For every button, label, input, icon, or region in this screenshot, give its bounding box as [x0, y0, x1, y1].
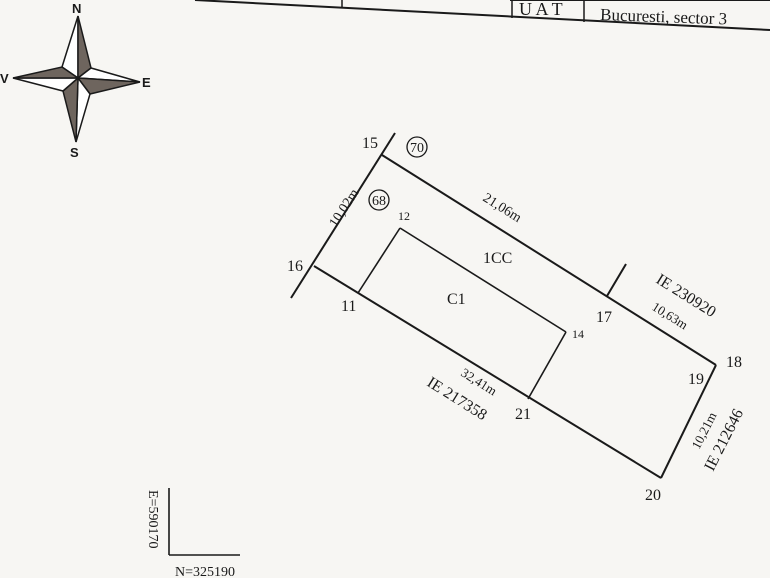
uat-label: U A T	[519, 0, 563, 19]
lot-70-circle	[406, 136, 428, 158]
easting-coordinate: E=590170	[145, 490, 160, 548]
point-15: 15	[362, 135, 378, 152]
point-14: 14	[572, 327, 584, 341]
compass-north: N	[72, 1, 81, 16]
point-18: 18	[726, 354, 742, 371]
point-17: 17	[596, 309, 612, 326]
point-12: 12	[398, 209, 410, 223]
compass-west: V	[0, 71, 9, 86]
building-c1-outline	[357, 227, 567, 400]
header-table	[194, 0, 770, 31]
lot-68-circle	[368, 189, 390, 211]
lot-70: 70	[410, 141, 424, 156]
compass-south: S	[70, 145, 79, 160]
point-11: 11	[341, 298, 356, 315]
point-21: 21	[515, 406, 531, 423]
compass-rose-icon	[12, 15, 141, 143]
building-1cc-label: 1CC	[483, 250, 512, 267]
point-16: 16	[287, 258, 303, 275]
point-19: 19	[688, 371, 704, 388]
distance-15-16: 10,02m	[327, 186, 363, 230]
uat-value: Bucuresti, sector 3	[600, 5, 728, 28]
parcel-boundary	[290, 132, 717, 479]
compass-east: E	[142, 75, 151, 90]
lot-68: 68	[372, 194, 386, 209]
coordinate-axes	[168, 488, 240, 556]
building-c1-label: C1	[447, 291, 466, 308]
northing-coordinate: N=325190	[175, 565, 235, 578]
point-20: 20	[645, 487, 661, 504]
